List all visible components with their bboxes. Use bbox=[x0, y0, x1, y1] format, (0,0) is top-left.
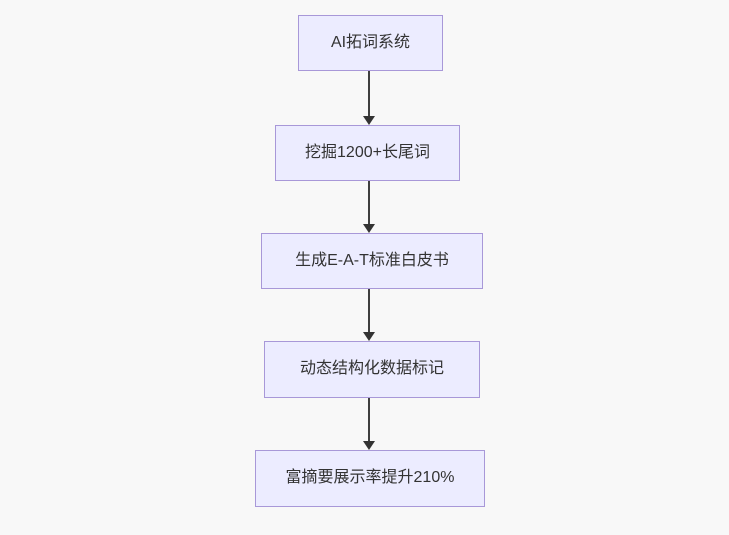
flow-node-longtail-mining: 挖掘1200+长尾词 bbox=[275, 125, 460, 181]
arrow-line bbox=[368, 398, 370, 441]
arrow-connector bbox=[363, 289, 375, 341]
flow-node-structured-data: 动态结构化数据标记 bbox=[264, 341, 480, 398]
arrow-line bbox=[368, 289, 370, 332]
arrowhead-down-icon bbox=[363, 441, 375, 450]
arrow-line bbox=[368, 181, 370, 224]
flow-node-ai-word-system: AI拓词系统 bbox=[298, 15, 443, 71]
arrowhead-down-icon bbox=[363, 116, 375, 125]
arrowhead-down-icon bbox=[363, 224, 375, 233]
arrowhead-down-icon bbox=[363, 332, 375, 341]
arrow-line bbox=[368, 71, 370, 116]
flow-node-rich-snippet-result: 富摘要展示率提升210% bbox=[255, 450, 485, 507]
flow-node-eat-whitepaper: 生成E-A-T标准白皮书 bbox=[261, 233, 483, 289]
arrow-connector bbox=[363, 181, 375, 233]
arrow-connector bbox=[363, 398, 375, 450]
arrow-connector bbox=[363, 71, 375, 125]
